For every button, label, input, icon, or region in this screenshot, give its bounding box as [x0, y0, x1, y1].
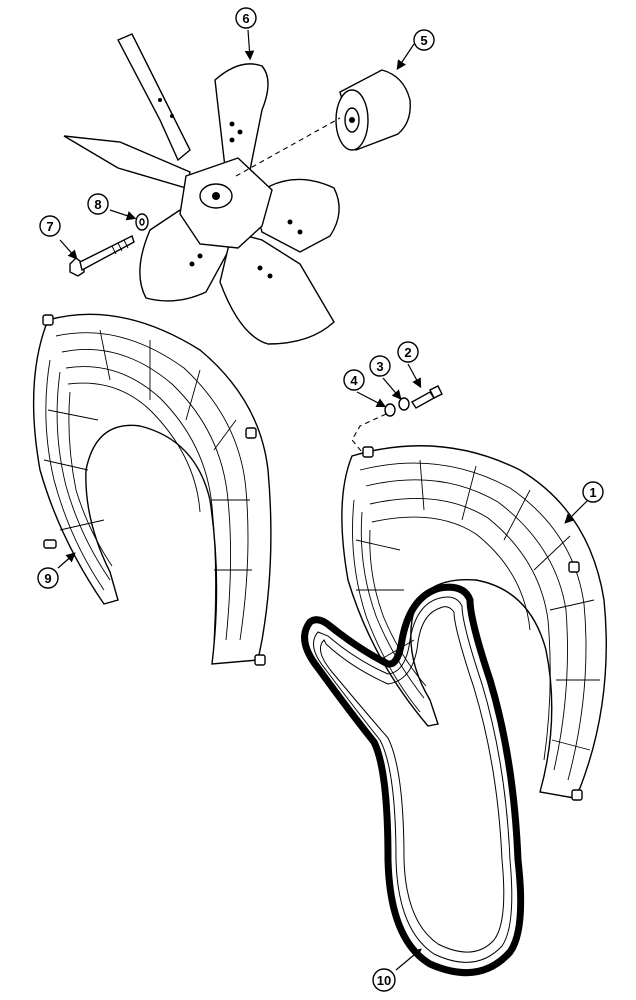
callout-4: 4	[343, 369, 365, 391]
callout-7: 7	[39, 215, 61, 237]
callout-1: 1	[582, 481, 604, 503]
callout-label: 4	[350, 373, 358, 388]
callout-label: 8	[94, 197, 101, 212]
callout-label: 2	[404, 345, 411, 360]
bolt-part	[69, 235, 135, 277]
fan-guard-left	[32, 313, 272, 666]
callout-label: 6	[242, 11, 249, 26]
callout-8: 8	[87, 193, 109, 215]
lock-washer-part	[398, 397, 410, 411]
drive-belt-part	[301, 583, 525, 977]
callout-label: 10	[377, 973, 391, 988]
small-bolt-part	[410, 391, 436, 409]
callout-5: 5	[413, 29, 435, 51]
callout-label: 9	[44, 571, 51, 586]
callout-9: 9	[37, 567, 59, 589]
flat-washer-part	[384, 403, 396, 417]
spacer-part	[335, 69, 411, 151]
fan-guard-right	[341, 445, 607, 801]
callout-3: 3	[369, 355, 391, 377]
callout-label: 1	[589, 485, 596, 500]
callout-2: 2	[397, 341, 419, 363]
callout-label: 7	[46, 219, 53, 234]
fan-assembly	[63, 33, 340, 345]
callout-label: 5	[420, 33, 427, 48]
hardware-parts	[384, 385, 443, 417]
callout-6: 6	[235, 7, 257, 29]
callout-label: 3	[376, 359, 383, 374]
callout-10: 10	[372, 968, 396, 992]
washer-part	[135, 213, 149, 231]
